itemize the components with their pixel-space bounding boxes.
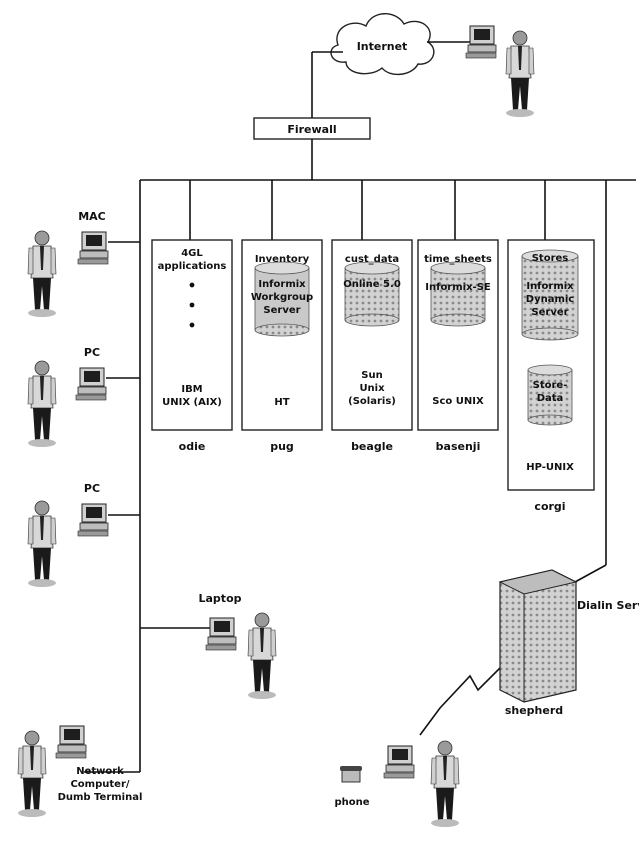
- ellipsis-dot: [190, 323, 195, 328]
- corgi-line-3: Dynamic: [526, 294, 575, 305]
- pug-os: HT: [274, 397, 289, 408]
- database-icon: [345, 268, 399, 320]
- client-pc-1: PC: [28, 346, 106, 447]
- internet-cloud: Internet: [331, 14, 434, 75]
- odie-hostname: odie: [179, 440, 206, 453]
- odie-os-line-1: IBM: [181, 384, 202, 395]
- corgi-hostname: corgi: [534, 500, 565, 513]
- internet-label: Internet: [357, 40, 408, 53]
- server-pug: Inventory Informix Workgroup Server HT p…: [242, 240, 322, 453]
- mac-label: MAC: [78, 210, 106, 223]
- server-odie: 4GL applications IBM UNIX (AIX) odie: [152, 240, 232, 453]
- corgi-line-2: Informix: [526, 281, 574, 292]
- odie-app-line-2: applications: [158, 261, 227, 272]
- laptop-label: Laptop: [199, 592, 242, 605]
- corgi-db2-line-1: Store-: [533, 380, 568, 391]
- beagle-line-1: cust_data: [345, 254, 399, 265]
- client-pc-2: PC: [28, 482, 108, 587]
- odie-app-line-1: 4GL: [181, 248, 203, 259]
- corgi-line-1: Stores: [532, 253, 569, 264]
- basenji-hostname: basenji: [436, 440, 481, 453]
- pc1-label: PC: [84, 346, 100, 359]
- dialin-hostname: shepherd: [505, 704, 563, 717]
- corgi-db2-line-2: Data: [537, 393, 564, 404]
- client-laptop: Laptop: [199, 592, 277, 699]
- beagle-os-line-3: (Solaris): [348, 396, 396, 407]
- database-icon: [431, 268, 485, 320]
- terminal-label-1: Network: [76, 766, 124, 777]
- pug-line-1: Inventory: [255, 254, 310, 265]
- phone-label: phone: [334, 797, 369, 808]
- terminal-label-3: Dumb Terminal: [58, 792, 143, 803]
- beagle-os-line-1: Sun: [361, 370, 382, 381]
- pc2-label: PC: [84, 482, 100, 495]
- ellipsis-dot: [190, 303, 195, 308]
- basenji-line-2: Informix-SE: [425, 282, 491, 293]
- terminal-label-2: Computer/: [70, 779, 129, 790]
- beagle-hostname: beagle: [351, 440, 393, 453]
- firewall-box: Firewall: [254, 118, 370, 139]
- dialin-user: phone: [334, 741, 459, 827]
- corgi-os: HP-UNIX: [526, 462, 574, 473]
- pug-line-4: Server: [263, 305, 300, 316]
- client-terminal: Network Computer/ Dumb Terminal: [18, 726, 142, 817]
- firewall-label: Firewall: [287, 123, 336, 136]
- pug-line-3: Workgroup: [251, 292, 313, 303]
- pug-hostname: pug: [270, 440, 294, 453]
- internet-user: [466, 26, 534, 117]
- beagle-os-line-2: Unix: [359, 383, 385, 394]
- odie-os-line-2: UNIX (AIX): [162, 397, 222, 408]
- phone-icon: [340, 766, 362, 782]
- basenji-os: Sco UNIX: [432, 396, 484, 407]
- basenji-line-1: time_sheets: [424, 254, 492, 265]
- dialin-server-label: Dialin Server: [577, 599, 639, 612]
- server-beagle: cust_data Online 5.0 Sun Unix (Solaris) …: [332, 240, 412, 453]
- ellipsis-dot: [190, 283, 195, 288]
- corgi-line-4: Server: [531, 307, 568, 318]
- beagle-line-2: Online 5.0: [343, 279, 401, 290]
- server-basenji: time_sheets Informix-SE Sco UNIX basenji: [418, 240, 498, 453]
- server-corgi: Stores Informix Dynamic Server Store- Da…: [508, 240, 594, 513]
- client-mac: MAC: [28, 210, 108, 317]
- pug-line-2: Informix: [258, 279, 306, 290]
- dialin-server: Dialin Server shepherd: [500, 570, 639, 717]
